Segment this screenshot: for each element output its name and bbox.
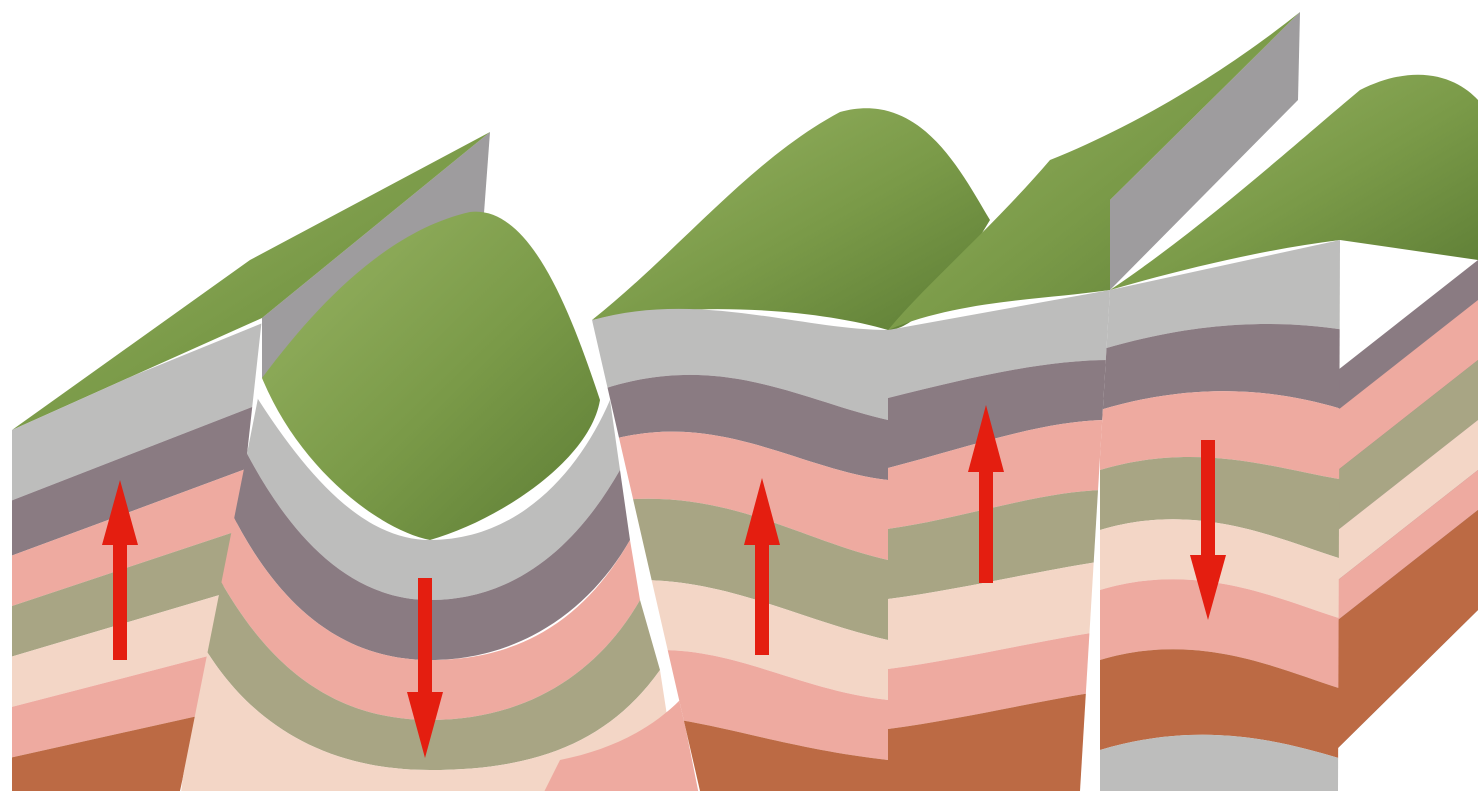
side-face <box>1330 240 1478 760</box>
